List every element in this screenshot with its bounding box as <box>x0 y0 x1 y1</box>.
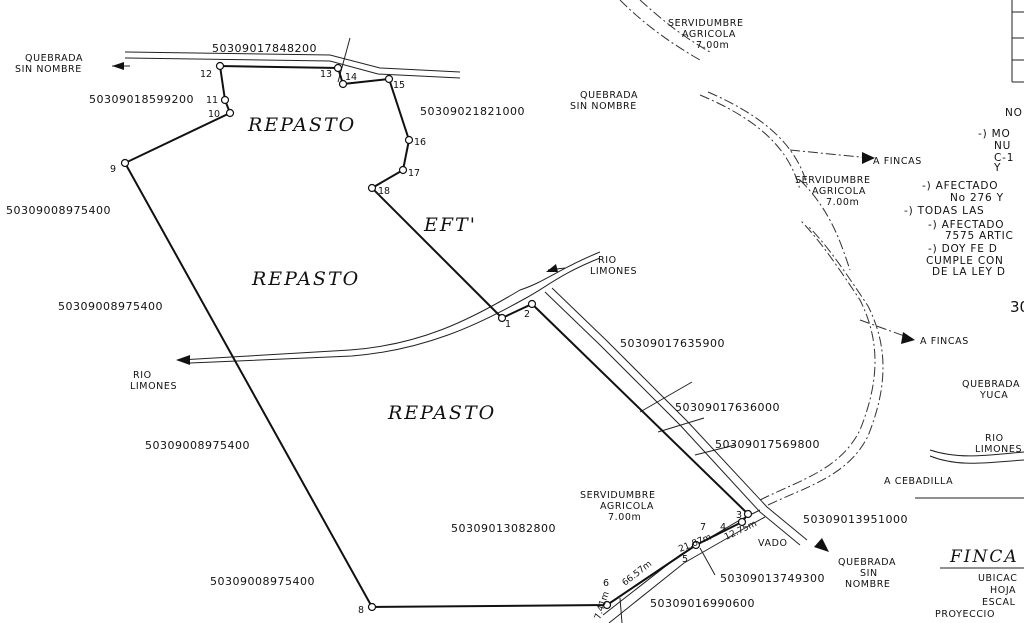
quebrada-top-left-l2: SIN NOMBRE <box>15 64 82 75</box>
rio-left-l2: LIMONES <box>130 381 177 392</box>
servidumbre-top-l1: SERVIDUMBRE <box>668 18 744 29</box>
quebrada-top-center-l1: QUEBRADA <box>580 90 638 101</box>
note-line-6: No 276 Y <box>950 192 1004 204</box>
notes-header: NO <box>1005 107 1023 119</box>
servidumbre-right-l1: SERVIDUMBRE <box>795 175 871 186</box>
dashed-roads <box>619 0 1024 506</box>
vertex-14: 14 <box>345 72 357 83</box>
eft-label: EFT' <box>423 214 477 236</box>
vertex-markers <box>120 61 753 612</box>
note-line-5: -) AFECTADO <box>922 180 998 192</box>
note-line-9: 7575 ARTIC <box>945 230 1014 242</box>
rio-left-l1: RIO <box>133 370 152 381</box>
vertex-11: 11 <box>206 95 218 106</box>
vertex-15: 15 <box>393 80 405 91</box>
servidumbre-right-l2: AGRICOLA <box>812 186 866 197</box>
rio-right-l2: LIMONES <box>975 444 1022 455</box>
parcel-codes: 50309017848200 50309018599200 5030900897… <box>6 42 908 610</box>
code-left-c: 50309008975400 <box>145 439 250 452</box>
notes-panel: NO -) MO NU C-1 Y -) AFECTADO No 276 Y -… <box>904 107 1024 316</box>
note-line-11: CUMPLE CON <box>926 255 1004 267</box>
quebrada-bottom-l3: NOMBRE <box>845 579 891 590</box>
code-right-4: 50309013951000 <box>803 513 908 526</box>
notes-number-fragment: 30 <box>1010 298 1024 316</box>
measurement-21-87: 21.87m <box>677 533 713 555</box>
vertex-16: 16 <box>414 137 426 148</box>
servidumbre-bottom-l2: AGRICOLA <box>600 501 654 512</box>
quebrada-bottom-l2: SIN <box>860 568 878 579</box>
code-right-3: 50309017569800 <box>715 438 820 451</box>
rio-center-l2: LIMONES <box>590 266 637 277</box>
note-line-1: -) MO <box>978 128 1011 140</box>
code-right-2: 50309017636000 <box>675 401 780 414</box>
quebrada-top-left-l1: QUEBRADA <box>25 53 83 64</box>
quebrada-top-center-l2: SIN NOMBRE <box>570 101 637 112</box>
title-frame <box>915 0 1024 499</box>
quebrada-bottom-l1: QUEBRADA <box>838 557 896 568</box>
code-left-b: 50309008975400 <box>58 300 163 313</box>
code-right-1: 50309017635900 <box>620 337 725 350</box>
rio-center-l1: RIO <box>598 255 617 266</box>
code-bottom-2: 50309013749300 <box>720 572 825 585</box>
servidumbre-top-l2: AGRICOLA <box>682 29 736 40</box>
direction-labels: A FINCAS A FINCAS A CEBADILLA VADO <box>758 156 969 549</box>
a-fincas-2: A FINCAS <box>920 336 969 347</box>
servidumbre-bottom-l1: SERVIDUMBRE <box>580 490 656 501</box>
vado-label: VADO <box>758 538 788 549</box>
note-line-10: -) DOY FE D <box>928 243 998 255</box>
code-bottom-1: 50309013082800 <box>451 522 556 535</box>
vertex-8: 8 <box>358 605 364 616</box>
code-top: 50309017848200 <box>212 42 317 55</box>
a-cebadilla: A CEBADILLA <box>884 476 953 487</box>
note-line-7: -) TODAS LAS <box>904 205 985 217</box>
waterway-labels: QUEBRADA SIN NOMBRE QUEBRADA SIN NOMBRE … <box>15 53 1022 590</box>
vertex-10: 10 <box>208 109 220 120</box>
vertex-4: 4 <box>720 522 726 533</box>
vertex-numbers: 1 2 3 4 5 6 7 8 9 10 11 12 13 14 15 16 1… <box>110 69 742 616</box>
code-left-upper: 50309018599200 <box>89 93 194 106</box>
area-label-repasto-middle: REPASTO <box>251 268 360 290</box>
servidumbre-labels: SERVIDUMBRE AGRICOLA 7.00m SERVIDUMBRE A… <box>580 18 871 523</box>
quebrada-right-l1: QUEBRADA <box>962 379 1020 390</box>
finca-line-1: UBICAC <box>978 573 1017 584</box>
vertex-13: 13 <box>320 69 332 80</box>
quebrada-right-l2: YUCA <box>979 390 1008 401</box>
finca-line-3: ESCAL <box>982 597 1016 608</box>
finca-line-2: HOJA <box>990 585 1016 596</box>
servidumbre-bottom-l3: 7.00m <box>608 512 641 523</box>
vertex-1: 1 <box>505 319 511 330</box>
a-fincas-1: A FINCAS <box>873 156 922 167</box>
note-line-8: -) AFECTADO <box>928 219 1004 231</box>
vertex-9: 9 <box>110 164 116 175</box>
note-line-12: DE LA LEY D <box>932 266 1006 278</box>
vertex-6: 6 <box>603 578 609 589</box>
vertex-5: 5 <box>682 554 688 565</box>
code-bottom-3: 50309016990600 <box>650 597 755 610</box>
code-left-a: 50309008975400 <box>6 204 111 217</box>
servidumbre-road <box>544 287 829 552</box>
vertex-12: 12 <box>200 69 212 80</box>
area-label-repasto-south: REPASTO <box>387 402 496 424</box>
note-line-3: C-1 <box>994 152 1014 164</box>
finca-title-block: FINCA UBICAC HOJA ESCAL PROYECCIO <box>935 547 1024 620</box>
rio-right-l1: RIO <box>985 433 1004 444</box>
vertex-2: 2 <box>524 309 530 320</box>
note-line-2: NU <box>994 140 1011 152</box>
servidumbre-top-l3: 7.00m <box>696 40 729 51</box>
finca-line-4: PROYECCIO <box>935 609 995 620</box>
vertex-7: 7 <box>700 522 706 533</box>
rio-limones-river <box>176 251 601 365</box>
code-center-top: 50309021821000 <box>420 105 525 118</box>
finca-title: FINCA <box>949 547 1019 567</box>
area-label-repasto-north: REPASTO <box>247 114 356 136</box>
vertex-18: 18 <box>378 186 390 197</box>
servidumbre-right-l3: 7.00m <box>826 197 859 208</box>
vertex-3: 3 <box>736 510 742 521</box>
note-line-4: Y <box>993 162 1001 174</box>
vertex-17: 17 <box>408 168 420 179</box>
code-left-d: 50309008975400 <box>210 575 315 588</box>
